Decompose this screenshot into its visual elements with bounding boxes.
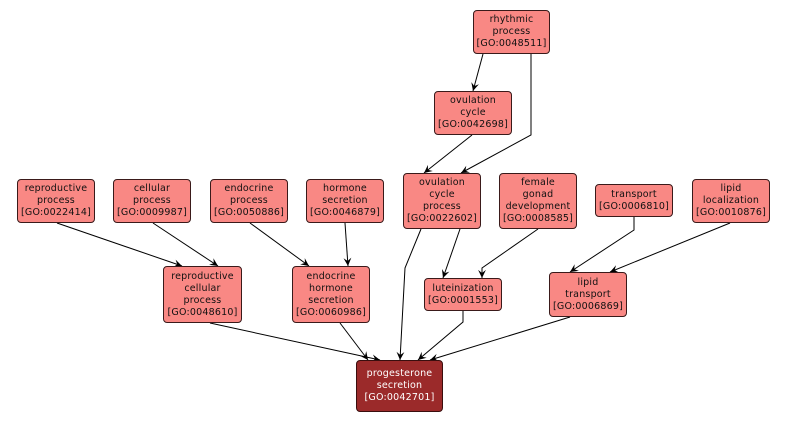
arrowhead-icon bbox=[478, 269, 486, 278]
edge-line bbox=[481, 228, 539, 278]
term-id: [GO:0006810] bbox=[599, 200, 669, 212]
term-id: [GO:0060986] bbox=[296, 306, 366, 318]
arrowhead-icon bbox=[418, 351, 427, 360]
term-name-line: process bbox=[423, 201, 461, 212]
go-term-node-lut[interactable]: luteinization[GO:0001553] bbox=[424, 278, 502, 311]
term-name-line: reproductive bbox=[24, 183, 88, 194]
term-name-line: cellular bbox=[133, 183, 171, 194]
edge-line bbox=[399, 228, 422, 361]
arrowhead-icon bbox=[300, 258, 309, 266]
term-id: [GO:0048610] bbox=[167, 306, 238, 318]
edge-line bbox=[609, 222, 731, 273]
term-name-line: ovulation bbox=[450, 95, 496, 106]
term-name-line: endocrine bbox=[306, 270, 356, 282]
edge-line bbox=[417, 311, 464, 361]
term-name-line: process bbox=[133, 195, 171, 206]
term-id: [GO:0010876] bbox=[696, 207, 766, 218]
term-name-line: gonad bbox=[522, 189, 554, 200]
term-id: [GO:0006869] bbox=[553, 300, 623, 312]
term-id: [GO:0046879] bbox=[310, 207, 380, 218]
term-name-line: female bbox=[521, 177, 555, 188]
term-name-line: hormone bbox=[323, 183, 367, 194]
edge-line bbox=[429, 316, 571, 361]
term-name-line: process bbox=[230, 195, 268, 206]
term-id: [GO:0042698] bbox=[438, 119, 508, 130]
edge-line bbox=[209, 322, 381, 361]
edge-line bbox=[472, 53, 484, 92]
term-name-line: cellular bbox=[184, 282, 221, 294]
arrowhead-icon bbox=[570, 264, 579, 272]
term-name-line: transport bbox=[565, 288, 611, 300]
term-name-line: lipid bbox=[720, 183, 742, 194]
edge-line bbox=[249, 222, 310, 267]
term-name-line: rhythmic bbox=[489, 14, 534, 25]
arrowhead-icon bbox=[461, 165, 470, 173]
arrowhead-icon bbox=[173, 259, 182, 268]
term-name-line: ovulation bbox=[419, 177, 465, 188]
term-name-line: secretion bbox=[376, 380, 423, 391]
edge-line bbox=[460, 54, 532, 174]
term-name-line: hormone bbox=[309, 282, 353, 294]
term-id: [GO:0048511] bbox=[476, 38, 547, 49]
term-name-line: transport bbox=[611, 188, 657, 200]
term-name-line: cycle bbox=[460, 107, 486, 118]
arrowhead-icon bbox=[359, 351, 368, 360]
arrowhead-icon bbox=[471, 82, 479, 91]
term-name-line: process bbox=[492, 26, 531, 37]
arrowhead-icon bbox=[343, 257, 352, 266]
term-name-line: process bbox=[183, 294, 222, 306]
arrowhead-icon bbox=[396, 351, 405, 360]
term-id: [GO:0050886] bbox=[214, 207, 284, 218]
edge-line bbox=[569, 217, 635, 273]
term-name-line: cycle bbox=[429, 189, 455, 200]
term-id: [GO:0008585] bbox=[503, 213, 573, 224]
term-name-line: development bbox=[505, 201, 571, 212]
term-name-line: lipid bbox=[577, 276, 599, 288]
go-term-node-transport[interactable]: transport[GO:0006810] bbox=[595, 184, 673, 217]
edge-line bbox=[442, 228, 461, 279]
term-name-line: secretion bbox=[322, 195, 368, 206]
term-name-line: localization bbox=[702, 195, 760, 206]
term-id: [GO:0022414] bbox=[21, 207, 91, 218]
term-id: [GO:0001553] bbox=[428, 294, 498, 306]
term-name-line: reproductive bbox=[171, 270, 234, 282]
arrowhead-icon bbox=[430, 353, 439, 362]
term-id: [GO:0042701] bbox=[364, 392, 435, 403]
term-name-line: endocrine bbox=[224, 183, 274, 194]
arrowhead-icon bbox=[441, 269, 450, 278]
term-name-line: process bbox=[37, 195, 75, 206]
edge-line bbox=[152, 222, 219, 267]
edge-line bbox=[56, 222, 183, 267]
arrowhead-icon bbox=[610, 265, 619, 273]
arrowhead-icon bbox=[424, 164, 433, 173]
edge-line bbox=[339, 322, 369, 361]
term-id: [GO:0009987] bbox=[117, 207, 187, 218]
edge-line bbox=[423, 134, 473, 174]
term-name-line: progesterone bbox=[366, 368, 433, 379]
term-id: [GO:0022602] bbox=[407, 213, 477, 224]
term-name-line: luteinization bbox=[432, 282, 494, 294]
arrowhead-icon bbox=[209, 258, 218, 266]
term-name-line: secretion bbox=[308, 294, 354, 306]
edge-line bbox=[344, 222, 349, 267]
